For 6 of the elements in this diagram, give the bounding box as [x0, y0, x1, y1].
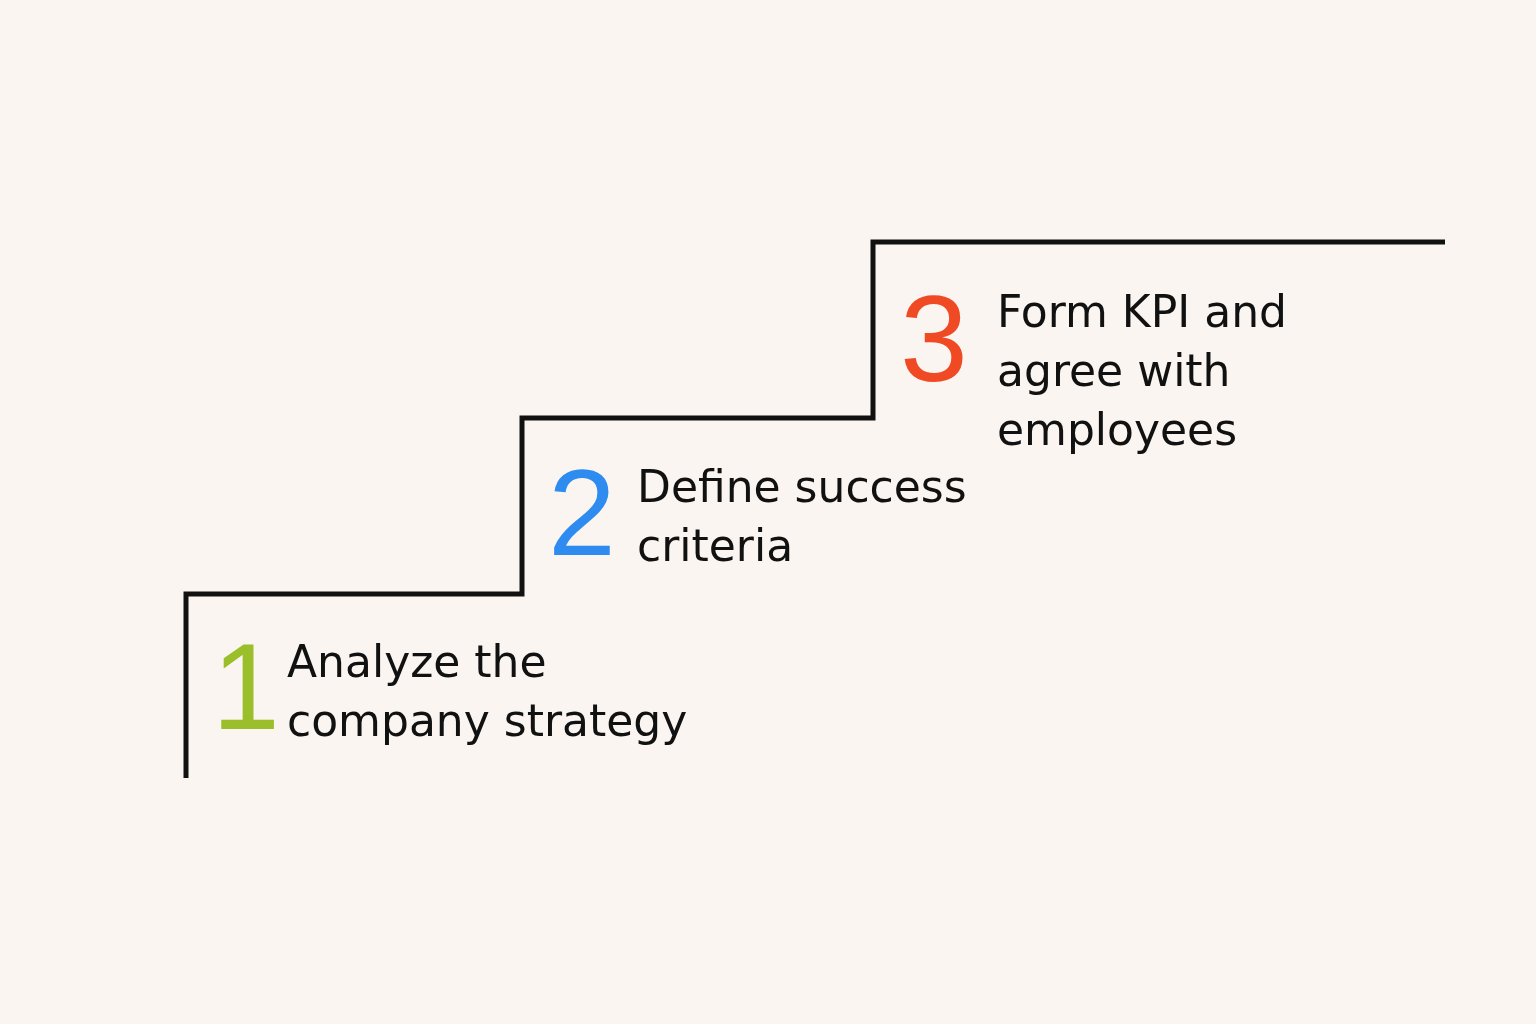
step-number: 2	[548, 452, 616, 574]
step-number: 3	[900, 278, 968, 400]
step-text: Form KPI and agree with employees	[997, 285, 1288, 457]
step-number: 1	[212, 626, 280, 748]
step-text: Analyze the company strategy	[287, 635, 689, 748]
step-text: Define success criteria	[637, 460, 968, 573]
